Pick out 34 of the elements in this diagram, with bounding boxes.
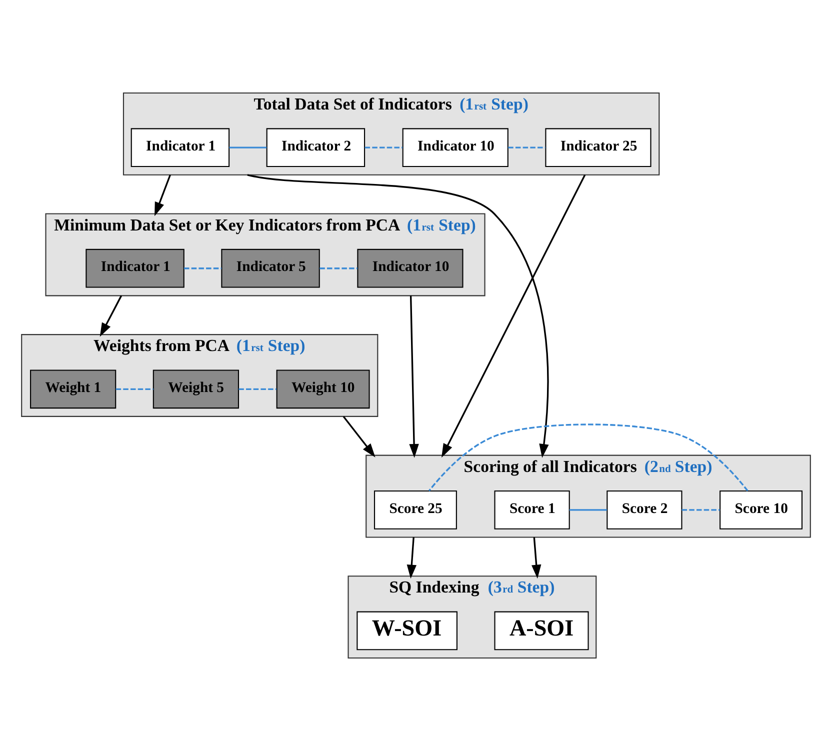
node-box: Weight 5 (152, 369, 239, 408)
arrow (246, 174, 548, 458)
connector (681, 508, 720, 510)
arrow (531, 536, 541, 578)
node-box: W-SOI (356, 610, 457, 650)
node-box: Score 1 (494, 490, 570, 529)
node-box: Score 25 (373, 490, 456, 529)
connector (115, 388, 153, 390)
arrow (342, 415, 375, 457)
arrow (406, 536, 416, 578)
node-box: Indicator 25 (544, 128, 651, 167)
connector (568, 508, 606, 510)
connector (319, 267, 357, 269)
arrow (99, 294, 122, 336)
node-box: Indicator 10 (356, 248, 463, 288)
connector (184, 267, 221, 269)
node-box: Indicator 2 (266, 128, 365, 167)
connector (228, 146, 266, 148)
node-box: Indicator 10 (402, 128, 508, 167)
arrow (408, 295, 418, 458)
node-box: Weight 10 (276, 369, 370, 408)
connector (238, 388, 276, 390)
node-box: Score 10 (719, 490, 802, 529)
node-box: Score 2 (606, 490, 682, 529)
arrow (441, 174, 586, 458)
connector (428, 423, 748, 491)
node-box: Weight 1 (30, 369, 116, 408)
node-box: Indicator 5 (220, 248, 320, 288)
node-box: Indicator 1 (130, 128, 230, 167)
node-box: A-SOI (494, 610, 588, 650)
connector (508, 146, 545, 148)
connector (364, 146, 402, 148)
arrow (154, 174, 170, 216)
node-box: Indicator 1 (85, 248, 184, 288)
